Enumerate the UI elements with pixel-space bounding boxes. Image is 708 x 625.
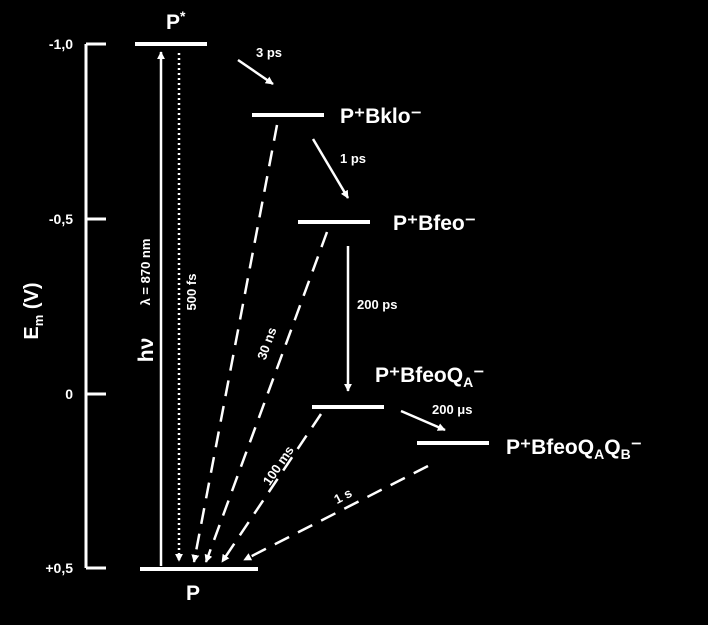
recombination-100ms-arrow: [220, 413, 323, 563]
label-100ms: 100 ms: [260, 443, 297, 488]
state-label-p-bfeoqa: P⁺BfeoQA⁻: [375, 364, 484, 390]
y-axis-label-main: E: [21, 326, 43, 339]
y-axis-tick-label: 0: [65, 386, 73, 402]
label-30ns: 30 ns: [254, 325, 279, 361]
state-label-p-star-sup: *: [180, 8, 186, 24]
recombination-30ns-arrow: [204, 231, 329, 563]
transfer-3ps-arrow: [237, 58, 274, 86]
transfer-1ps-arrow: [311, 138, 350, 199]
state-labels: P* P⁺Bklo⁻ P⁺Bfeo⁻ P⁺BfeoQA⁻ P⁺BfeoQAQB⁻…: [166, 8, 642, 605]
y-axis-label-sub: m: [31, 315, 46, 327]
y-axis-label: Em (V): [21, 282, 46, 339]
label-wavelength: λ = 870 nm: [138, 239, 153, 306]
y-axis-tick-label: -1,0: [49, 36, 73, 52]
label-hnu: hν: [135, 338, 158, 363]
state-label-p-bfeoqa-prefix: P⁺BfeoQ: [375, 364, 463, 387]
recombination-bklo-arrow: [191, 124, 279, 563]
label-200ps: 200 ps: [357, 297, 397, 312]
state-label-p-bfeoqaqb-sub1: A: [594, 446, 604, 462]
label-1s: 1 s: [331, 485, 354, 507]
label-200us: 200 μs: [432, 402, 473, 417]
label-3ps: 3 ps: [256, 45, 282, 60]
transfer-200us-arrow: [400, 409, 446, 432]
state-label-p-bfeoqa-suffix: ⁻: [473, 364, 484, 387]
label-1ps: 1 ps: [340, 151, 366, 166]
y-axis-label-unit: (V): [21, 282, 43, 314]
state-label-p-bklo: P⁺Bklo⁻: [340, 105, 422, 128]
y-axis-tick-label: +0,5: [45, 560, 73, 576]
state-label-p-bfeoqaqb: P⁺BfeoQAQB⁻: [506, 436, 642, 462]
transitions: [157, 51, 446, 566]
state-label-p-bfeoqaqb-prefix: P⁺BfeoQ: [506, 436, 594, 459]
state-label-p-star: P*: [166, 8, 186, 34]
y-axis-tick-label: -0,5: [49, 211, 73, 227]
state-label-p-star-base: P: [166, 11, 180, 34]
energy-levels: [135, 42, 489, 571]
state-label-p-bfeoqaqb-suffix: ⁻: [631, 436, 642, 459]
state-label-p-bfeoqaqb-mid: Q: [604, 436, 620, 459]
state-label-p-bfeo: P⁺Bfeo⁻: [393, 212, 476, 235]
y-axis: -1,0 -0,5 0 +0,5 Em (V): [21, 36, 106, 576]
state-label-p-bfeoqaqb-sub2: B: [621, 446, 631, 462]
state-label-p-bfeoqa-sub: A: [463, 374, 473, 390]
state-label-p-ground: P: [186, 582, 200, 605]
label-500fs: 500 fs: [184, 274, 199, 311]
recombination-1s-arrow: [243, 464, 429, 562]
